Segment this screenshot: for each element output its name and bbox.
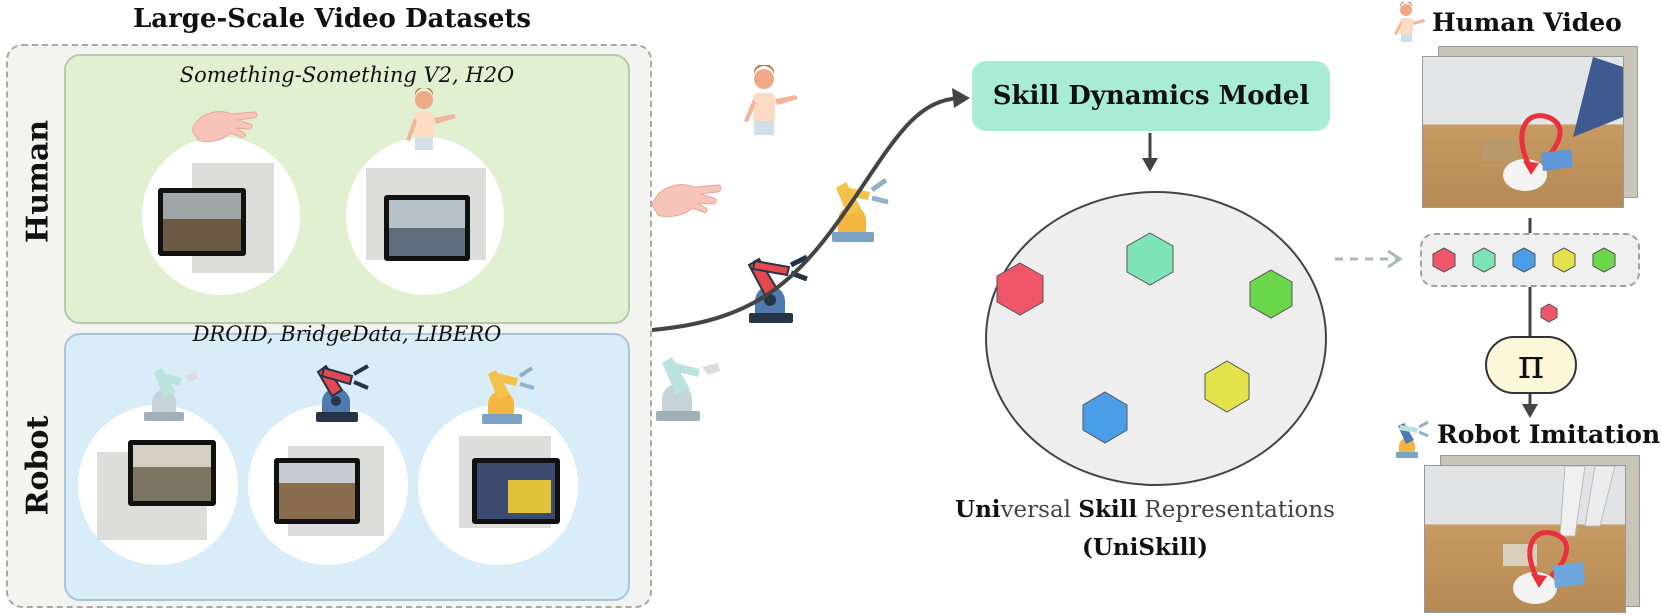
robot-arm-icon <box>1396 420 1429 458</box>
human-icon <box>1394 2 1425 42</box>
skill-token-red <box>1432 247 1456 273</box>
hand-icon <box>651 184 722 218</box>
human-icon <box>406 88 456 150</box>
dashed-arrowhead <box>1387 249 1403 269</box>
skill-hexagon-mint <box>1126 232 1174 286</box>
skill-hexagon-yellow <box>1204 360 1250 413</box>
robot-arm-icon <box>656 357 720 421</box>
uniskill-label: (UniSkill) <box>1081 534 1209 561</box>
video-thumbnail <box>472 458 560 524</box>
video-thumbnail <box>158 188 246 256</box>
hand-icon <box>191 111 258 143</box>
skill-token-yellow <box>1552 247 1576 273</box>
skill-hexagon-green <box>1249 269 1293 319</box>
robot-arm-icon <box>482 366 535 424</box>
robot-imitation-title: Robot Imitation <box>1437 420 1661 449</box>
robot-arm-icon <box>144 368 198 421</box>
video-thumbnail <box>274 458 360 524</box>
robot-video-frame <box>1424 465 1626 613</box>
trajectory-overlay <box>1503 465 1616 604</box>
representation-caption: Universal Skill Representations <box>955 496 1335 523</box>
arrowhead <box>1142 158 1158 172</box>
selected-skill-token <box>1540 303 1558 323</box>
human-video-title: Human Video <box>1432 8 1622 37</box>
policy-box: π <box>1485 336 1577 394</box>
trajectory-overlay <box>1483 57 1623 191</box>
skill-hexagon-blue <box>1082 391 1128 444</box>
skill-space-circle <box>985 191 1327 486</box>
skill-hexagons <box>996 232 1293 444</box>
skill-dynamics-model-box: Skill Dynamics Model <box>972 61 1330 131</box>
human-video-frame <box>1422 56 1624 208</box>
human-icon <box>744 65 798 135</box>
arrowhead <box>1522 404 1538 418</box>
skill-token-green <box>1592 247 1616 273</box>
arrowhead <box>952 88 970 108</box>
video-thumbnail <box>128 440 216 506</box>
robot-datasets-caption: DROID, BridgeData, LIBERO <box>192 322 502 346</box>
skill-token-blue <box>1512 247 1536 273</box>
human-datasets-caption: Something-Something V2, H2O <box>179 63 515 87</box>
skill-tokens <box>1432 247 1616 273</box>
skill-hexagon-red <box>996 262 1044 316</box>
skill-token-mint <box>1472 247 1496 273</box>
figure-title: Large-Scale Video Datasets <box>132 4 532 34</box>
robot-arm-icon <box>316 364 369 422</box>
video-thumbnail <box>384 195 470 261</box>
dataset-to-model-arrow <box>651 96 961 332</box>
